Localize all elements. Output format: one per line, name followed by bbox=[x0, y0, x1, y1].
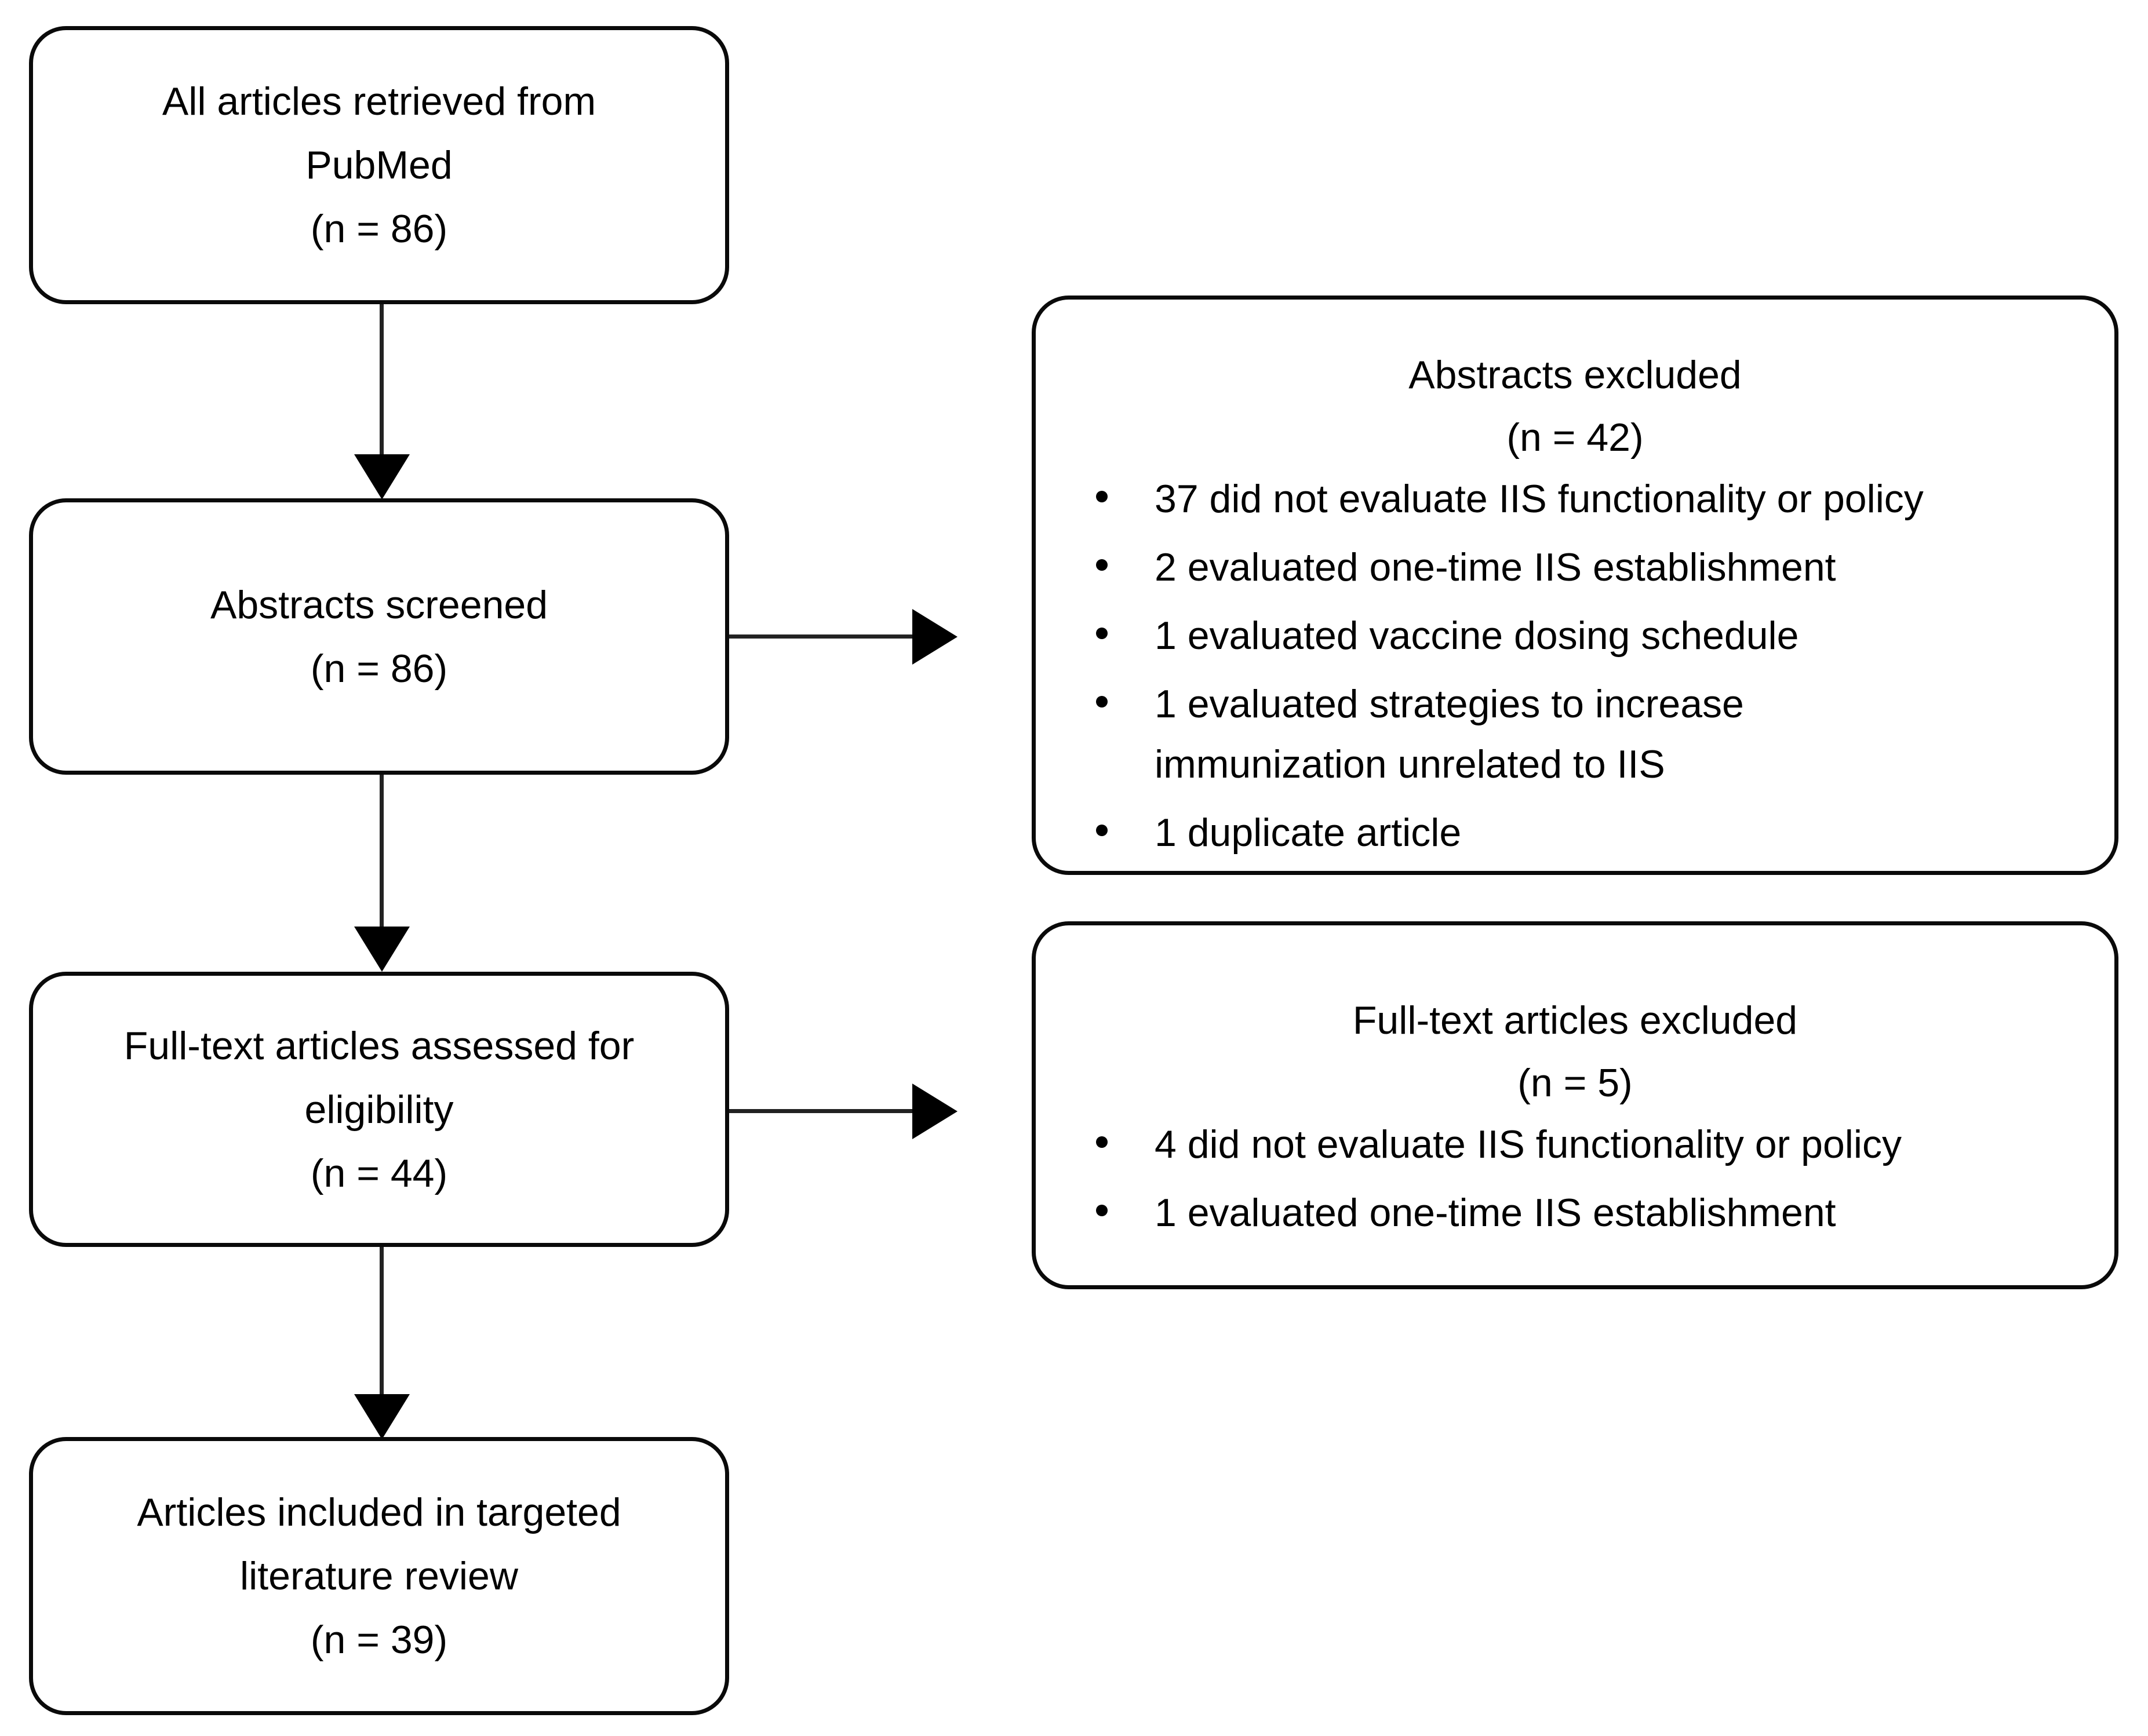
list-item-label: 37 did not evaluate IIS functionality or… bbox=[1155, 477, 1924, 521]
node-abstracts-excluded: Abstracts excluded (n = 42) 37 did not e… bbox=[1032, 296, 2118, 875]
list-item: 37 did not evaluate IIS functionality or… bbox=[1036, 469, 2114, 529]
list-item: 1 duplicate article bbox=[1036, 803, 2114, 863]
node-abstracts-screened-line2: (n = 86) bbox=[310, 646, 448, 691]
fulltext-excluded-title: Full-text articles excluded bbox=[1352, 998, 1798, 1042]
bullet-dot-icon bbox=[1096, 491, 1108, 502]
node-abstracts-screened: Abstracts screened (n = 86) bbox=[29, 498, 729, 775]
node-articles-included-line3: (n = 39) bbox=[310, 1618, 448, 1662]
arrow-head-fulltext-to-fulltext-excluded bbox=[912, 1084, 958, 1139]
bullet-dot-icon bbox=[1096, 825, 1108, 836]
bullet-dot-icon bbox=[1096, 1136, 1108, 1148]
node-fulltext-assessed: Full-text articles assessed for eligibil… bbox=[29, 972, 729, 1247]
arrow-line-fulltext-to-included bbox=[380, 1247, 384, 1398]
list-item: 4 did not evaluate IIS functionality or … bbox=[1036, 1114, 2114, 1175]
arrow-line-screened-to-abstracts-excluded bbox=[729, 634, 916, 639]
node-fulltext-excluded: Full-text articles excluded (n = 5) 4 di… bbox=[1032, 921, 2118, 1289]
bullet-dot-icon bbox=[1096, 628, 1108, 639]
node-articles-included: Articles included in targeted literature… bbox=[29, 1437, 729, 1715]
arrow-head-retrieved-to-screened bbox=[354, 454, 410, 499]
list-item-label: 1 evaluated vaccine dosing schedule bbox=[1155, 614, 1799, 658]
node-articles-retrieved-line1: All articles retrieved from bbox=[162, 79, 596, 123]
list-item-label: 1 evaluated strategies to increase immun… bbox=[1155, 682, 1744, 786]
arrow-line-fulltext-to-fulltext-excluded bbox=[729, 1109, 916, 1113]
node-articles-retrieved-line3: (n = 86) bbox=[310, 207, 448, 251]
fulltext-excluded-count: (n = 5) bbox=[1517, 1061, 1633, 1105]
fulltext-excluded-reason-list: 4 did not evaluate IIS functionality or … bbox=[1036, 1114, 2114, 1251]
list-item-label: 1 evaluated one-time IIS establishment bbox=[1155, 1191, 1836, 1235]
list-item: 1 evaluated one-time IIS establishment bbox=[1036, 1183, 2114, 1243]
node-articles-retrieved: All articles retrieved from PubMed (n = … bbox=[29, 26, 729, 304]
arrow-line-screened-to-fulltext bbox=[380, 775, 384, 930]
node-articles-included-line1: Articles included in targeted bbox=[137, 1490, 621, 1534]
arrow-head-screened-to-abstracts-excluded bbox=[912, 609, 958, 665]
bullet-dot-icon bbox=[1096, 696, 1108, 707]
list-item: 1 evaluated vaccine dosing schedule bbox=[1036, 606, 2114, 666]
list-item: 2 evaluated one-time IIS establishment bbox=[1036, 537, 2114, 597]
abstracts-excluded-title: Abstracts excluded bbox=[1408, 353, 1742, 397]
bullet-dot-icon bbox=[1096, 1205, 1108, 1216]
node-fulltext-assessed-line3: (n = 44) bbox=[310, 1151, 448, 1195]
list-item: 1 evaluated strategies to increase immun… bbox=[1036, 674, 2114, 794]
arrow-head-fulltext-to-included bbox=[354, 1394, 410, 1439]
list-item-label: 1 duplicate article bbox=[1155, 811, 1462, 855]
node-articles-included-line2: literature review bbox=[240, 1554, 518, 1598]
node-abstracts-screened-line1: Abstracts screened bbox=[210, 582, 548, 627]
arrow-line-retrieved-to-screened bbox=[380, 304, 384, 458]
abstracts-excluded-reason-list: 37 did not evaluate IIS functionality or… bbox=[1036, 469, 2114, 871]
node-fulltext-assessed-line1: Full-text articles assessed for bbox=[123, 1023, 635, 1068]
list-item-label: 2 evaluated one-time IIS establishment bbox=[1155, 545, 1836, 589]
list-item-label: 4 did not evaluate IIS functionality or … bbox=[1155, 1122, 1902, 1166]
node-fulltext-assessed-line2: eligibility bbox=[304, 1087, 454, 1132]
bullet-dot-icon bbox=[1096, 559, 1108, 571]
node-articles-retrieved-line2: PubMed bbox=[305, 143, 453, 187]
abstracts-excluded-count: (n = 42) bbox=[1506, 415, 1644, 459]
arrow-head-screened-to-fulltext bbox=[354, 927, 410, 972]
